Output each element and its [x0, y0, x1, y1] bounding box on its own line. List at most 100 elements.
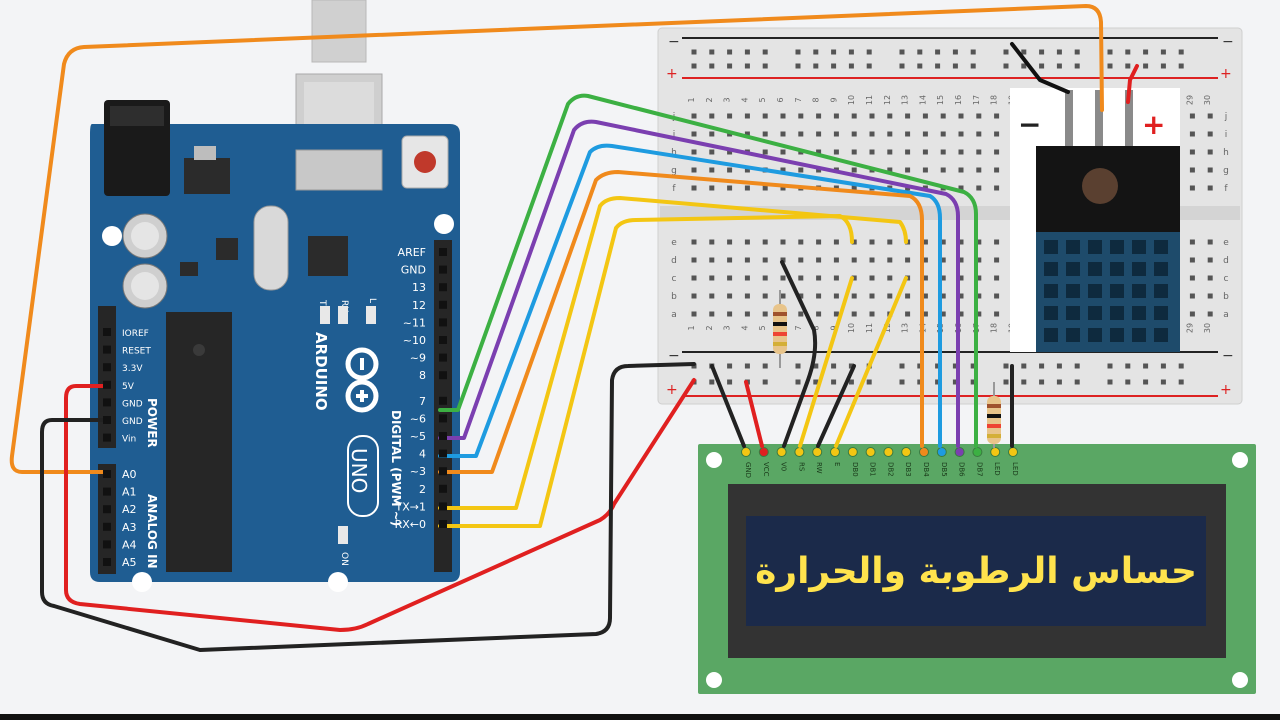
breadboard-hole: [869, 311, 875, 317]
arduino-board: TX RX L ARDUINO UNO ON AREFGND1312~11~10…: [90, 100, 460, 592]
wire-yellow-pin2: [438, 214, 854, 528]
lcd-pin: [990, 447, 1001, 457]
breadboard-hole: [816, 113, 822, 119]
lcd-pin-label: V0: [780, 462, 788, 471]
sensor-vent: [1110, 328, 1124, 342]
breadboard-hole: [744, 185, 750, 191]
lcd-pin-label: DB3: [904, 462, 912, 477]
breadboard-hole: [1189, 257, 1195, 263]
sensor-vent: [1088, 240, 1102, 254]
column-number: 16: [954, 95, 963, 105]
breadboard-hole: [691, 257, 697, 263]
breadboard-hole: [1189, 275, 1195, 281]
row-letter: c: [672, 274, 677, 284]
lcd-message: حساس الرطوبة والحرارة: [755, 550, 1197, 592]
rail-hole: [1039, 379, 1045, 385]
row-letter: h: [1223, 148, 1229, 158]
lcd-pin-label: DB1: [869, 462, 877, 477]
sensor-minus-label: −: [1018, 108, 1041, 141]
breadboard-hole: [780, 257, 786, 263]
lcd-pin: [954, 447, 965, 457]
sensor-vent: [1154, 284, 1168, 298]
breadboard-hole: [709, 167, 715, 173]
analog-pin-label: A1: [122, 486, 137, 499]
row-letter: b: [1223, 292, 1229, 302]
breadboard-hole: [691, 149, 697, 155]
rail-hole: [1160, 49, 1166, 55]
sensor-vent: [1154, 306, 1168, 320]
column-number: 2: [705, 97, 714, 102]
digital-pin-label: AREF: [398, 246, 426, 259]
reset-button-cap: [414, 151, 436, 173]
digital-pin-label: ~9: [410, 352, 426, 365]
rail-hole: [917, 379, 923, 385]
rail-hole: [917, 49, 923, 55]
breadboard-hole: [922, 275, 928, 281]
rail-hole: [709, 379, 715, 385]
breadboard-hole: [940, 149, 946, 155]
rail-hole: [1143, 63, 1149, 69]
rail-hole: [762, 379, 768, 385]
wires: [9, 4, 1139, 652]
breadboard-hole: [905, 293, 911, 299]
lcd-pin: [776, 447, 787, 457]
breadboard-hole: [869, 131, 875, 137]
column-number: 15: [936, 95, 945, 105]
rail-hole: [1107, 63, 1113, 69]
rail-hole: [1039, 49, 1045, 55]
rail-hole: [1178, 49, 1184, 55]
breadboard-hole: [922, 239, 928, 245]
breadboard-hole: [851, 167, 857, 173]
analog-pin-label: A4: [122, 538, 137, 551]
breadboard-hole: [798, 113, 804, 119]
column-number: 5: [758, 325, 767, 330]
power-label: POWER: [145, 398, 159, 448]
breadboard-hole: [780, 239, 786, 245]
rail-hole: [848, 49, 854, 55]
header-socket: [439, 502, 447, 511]
rail-hole: [866, 379, 872, 385]
breadboard-hole: [1207, 275, 1213, 281]
row-letter: j: [1224, 112, 1228, 122]
breadboard-hole: [1207, 149, 1213, 155]
digital-pin-label: 4: [419, 448, 426, 461]
column-number: 7: [794, 325, 803, 330]
breadboard-hole: [691, 239, 697, 245]
sensor-vent: [1110, 306, 1124, 320]
tx-led-label: TX: [317, 299, 327, 312]
wire-orange-sensor: [9, 4, 1104, 474]
rail-hole: [1074, 363, 1080, 369]
wire-black-sensor: [1010, 42, 1070, 94]
breadboard-hole: [744, 275, 750, 281]
breadboard-hole: [869, 113, 875, 119]
sensor-vent: [1044, 262, 1058, 276]
analog-pin-label: A0: [122, 468, 137, 481]
breadboard-hole: [940, 167, 946, 173]
rail-minus-label-top-right: −: [1222, 34, 1234, 50]
rail-hole: [1074, 49, 1080, 55]
rail-hole: [813, 363, 819, 369]
digital-pin-label: ~6: [410, 412, 426, 425]
rail-hole: [1003, 379, 1009, 385]
digital-pin-label: ~11: [403, 316, 426, 329]
column-number: 4: [740, 97, 749, 102]
rail-hole: [935, 49, 941, 55]
breadboard-hole: [709, 293, 715, 299]
breadboard-hole: [1189, 131, 1195, 137]
breadboard-hole: [780, 275, 786, 281]
breadboard-hole: [905, 113, 911, 119]
wire-green-pin8: [438, 93, 978, 448]
power-pin-label: GND: [122, 417, 143, 427]
rail-hole: [1160, 63, 1166, 69]
header-socket: [103, 416, 111, 424]
column-number: 13: [901, 323, 910, 333]
breadboard-hole: [851, 311, 857, 317]
rail-hole: [952, 63, 958, 69]
breadboard-hole: [958, 113, 964, 119]
rail-hole: [899, 49, 905, 55]
rail-hole: [1125, 49, 1131, 55]
breadboard-hole: [744, 257, 750, 263]
breadboard-hole: [833, 311, 839, 317]
rail-hole: [1107, 49, 1113, 55]
